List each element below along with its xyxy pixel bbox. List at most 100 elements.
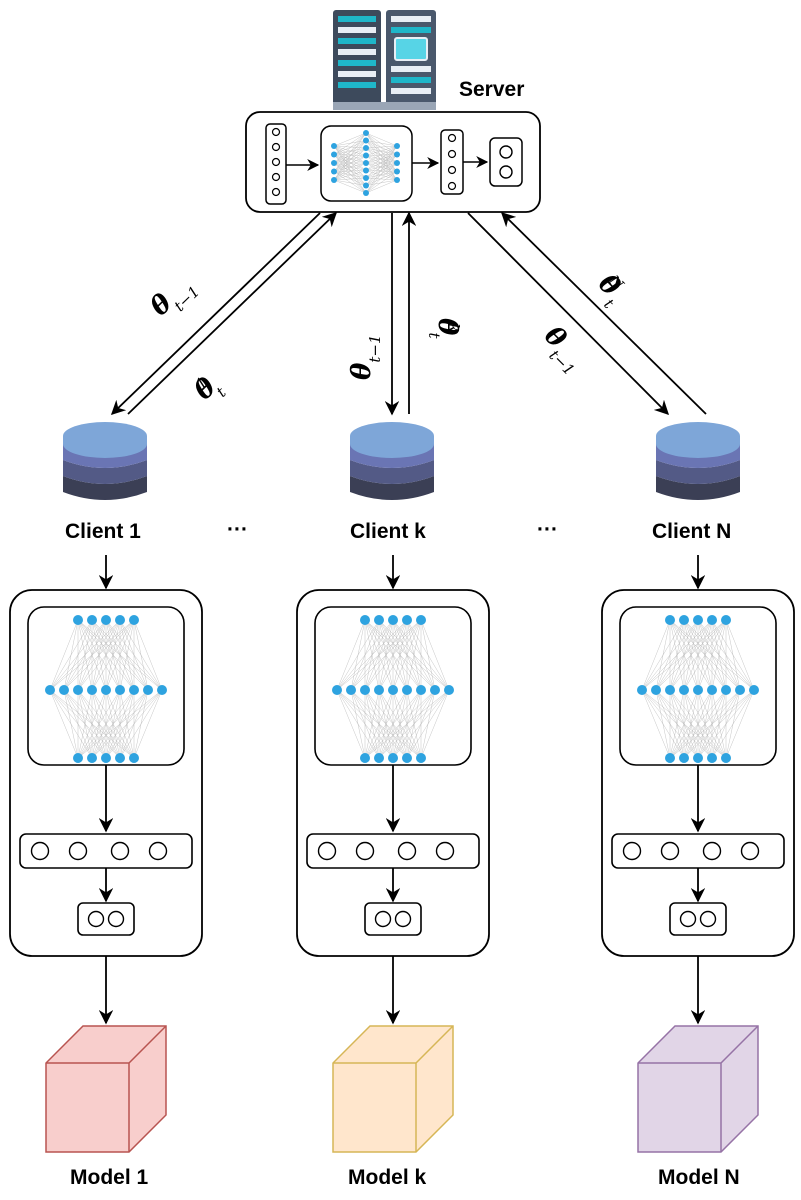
neuron: [374, 615, 384, 625]
neuron: [402, 685, 412, 695]
neuron: [115, 753, 125, 763]
model-1-label: Model 1: [70, 1166, 149, 1189]
neuron: [693, 615, 703, 625]
neuron: [735, 685, 745, 695]
neuron: [363, 167, 369, 174]
neuron: [651, 685, 661, 695]
neuron: [721, 685, 731, 695]
neuron: [394, 160, 400, 166]
neuron: [388, 753, 398, 763]
neuron: [665, 685, 675, 695]
arrow-server-to-client-1: [110, 212, 321, 416]
client-neural-network-icon: [637, 615, 759, 763]
neuron: [363, 160, 369, 166]
neuron: [707, 685, 717, 695]
neuron: [360, 615, 370, 625]
neuron: [45, 685, 55, 695]
communication-arrows: [110, 211, 707, 416]
neuron: [665, 615, 675, 625]
neuron: [115, 615, 125, 625]
neuron: [360, 753, 370, 763]
neuron: [346, 685, 356, 695]
neuron: [363, 182, 369, 189]
neuron: [679, 685, 689, 695]
ellipsis-left: ···: [227, 518, 248, 541]
model-cube-icon: [332, 1025, 454, 1153]
neuron: [157, 685, 167, 695]
neuron: [332, 685, 342, 695]
neuron: [73, 615, 83, 625]
neuron: [416, 685, 426, 695]
neuron: [87, 685, 97, 695]
neuron: [331, 160, 337, 166]
neuron: [73, 753, 83, 763]
client-neural-network-icon: [332, 615, 454, 763]
neuron: [363, 145, 369, 151]
neuron: [360, 685, 370, 695]
server-label: Server: [459, 78, 524, 101]
neuron: [679, 753, 689, 763]
neuron: [444, 685, 454, 695]
client-k-label: Client k: [350, 520, 426, 543]
neuron: [331, 177, 337, 183]
neuron: [143, 685, 153, 695]
client-neural-network-icon: [45, 615, 167, 763]
neuron: [637, 685, 647, 695]
theta-down-label-k: θt−1: [347, 334, 385, 380]
client-k-panel: [296, 555, 490, 1025]
neuron: [394, 151, 400, 158]
neuron: [721, 753, 731, 763]
neuron: [363, 130, 369, 136]
neuron: [115, 685, 125, 695]
neuron: [665, 753, 675, 763]
neuron: [749, 685, 759, 695]
neuron: [331, 151, 337, 158]
neuron: [394, 143, 400, 149]
arrow-client-n-to-server: [500, 211, 707, 415]
model-cube-icon: [637, 1025, 759, 1153]
neuron: [363, 175, 369, 181]
client-n-panel: [601, 555, 795, 1025]
neuron: [331, 143, 337, 149]
neuron: [374, 685, 384, 695]
database-icon: [656, 422, 740, 500]
server-rack-icon: [333, 10, 436, 110]
neuron: [101, 615, 111, 625]
neuron: [707, 615, 717, 625]
neuron: [707, 753, 717, 763]
neuron: [73, 685, 83, 695]
neuron: [129, 615, 139, 625]
ellipsis-right: ···: [537, 518, 558, 541]
neuron: [679, 615, 689, 625]
neuron: [394, 168, 400, 175]
arrow-server-to-client-n: [467, 212, 670, 416]
neuron: [59, 685, 69, 695]
neuron: [394, 177, 400, 183]
server-box: [245, 111, 541, 213]
neuron: [388, 685, 398, 695]
neuron: [101, 753, 111, 763]
neuron: [129, 685, 139, 695]
neuron: [388, 615, 398, 625]
arrow-client-1-to-server: [127, 211, 338, 415]
neuron: [374, 753, 384, 763]
neuron: [331, 168, 337, 175]
neuron: [416, 615, 426, 625]
neuron: [87, 753, 97, 763]
neuron: [402, 615, 412, 625]
neuron: [416, 753, 426, 763]
client-1-panel: [9, 555, 203, 1025]
neuron: [129, 753, 139, 763]
neuron: [721, 615, 731, 625]
model-n-label: Model N: [658, 1166, 740, 1189]
server-hidden-nodes: [447, 133, 457, 191]
theta-up-label-k: θkt: [424, 318, 464, 339]
model-cube-icon: [45, 1025, 167, 1153]
neuron: [402, 753, 412, 763]
neuron: [693, 685, 703, 695]
client-1-label: Client 1: [65, 520, 141, 543]
client-n-label: Client N: [652, 520, 732, 543]
neuron: [101, 685, 111, 695]
neuron: [363, 190, 369, 196]
